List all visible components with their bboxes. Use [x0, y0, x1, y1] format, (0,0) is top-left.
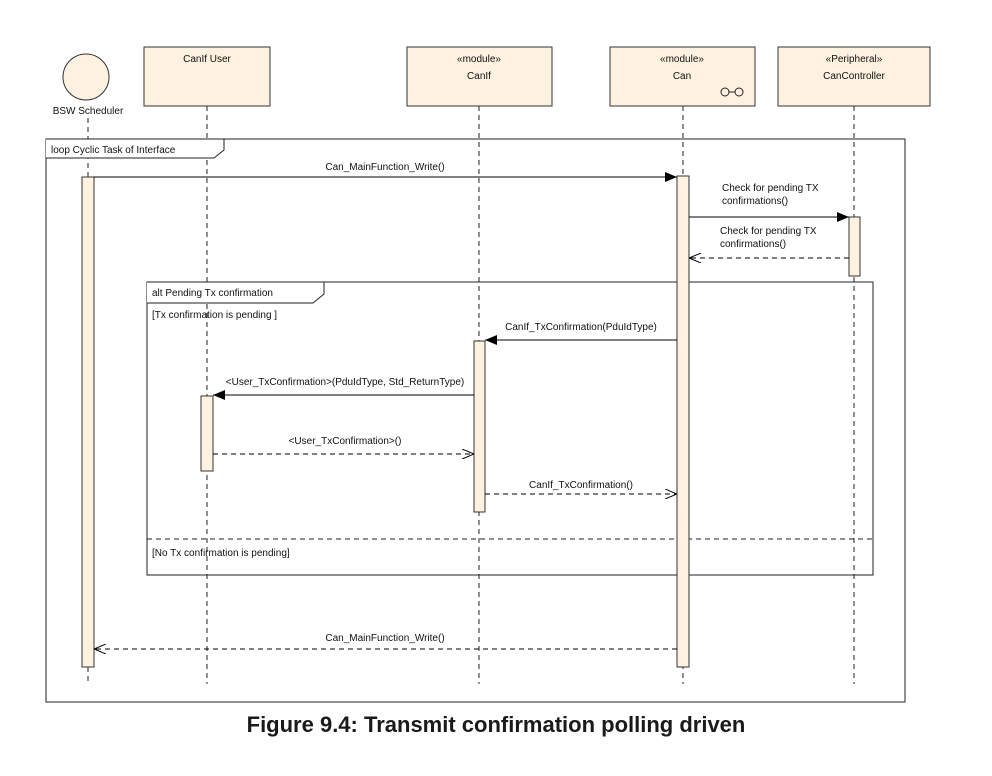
message-label: confirmations() — [722, 196, 788, 207]
message-label: <User_TxConfirmation>() — [289, 436, 402, 447]
activation-canif — [473, 340, 486, 513]
message-canif-txconfirmation-call: CanIf_TxConfirmation(PduIdType) — [485, 322, 677, 345]
message-label: Can_MainFunction_Write() — [325, 162, 444, 173]
message-label: Can_MainFunction_Write() — [325, 633, 444, 644]
participant-stereotype: «module» — [457, 54, 501, 65]
participant-name: CanIf User — [183, 54, 231, 65]
participant-bsw-scheduler: BSW Scheduler — [53, 53, 124, 117]
message-label: CanIf_TxConfirmation() — [529, 480, 633, 491]
activation-canif-user — [200, 395, 214, 472]
subsystem-link-icon — [720, 87, 744, 97]
participant-name: CanIf — [467, 71, 491, 82]
participant-stereotype: «module» — [660, 54, 704, 65]
participant-cancontroller: «Peripheral» CanController — [777, 46, 931, 107]
participant-can: «module» Can — [609, 46, 756, 107]
message-label: confirmations() — [720, 239, 786, 250]
guard-pending: [Tx confirmation is pending ] — [152, 310, 277, 321]
participant-canif-user: CanIf User — [143, 46, 271, 107]
activation-bsw-scheduler — [81, 176, 95, 668]
activation-cancontroller — [848, 216, 861, 277]
participant-name: Can — [673, 71, 691, 82]
loop-fragment: loop Cyclic Task of Interface — [45, 138, 906, 703]
message-check-pending-call: Check for pending TX confirmations() — [689, 183, 849, 222]
message-user-txconfirmation-call: <User_TxConfirmation>(PduIdType, Std_Ret… — [213, 377, 474, 400]
actor-circle-icon — [62, 53, 110, 101]
participant-canif: «module» CanIf — [406, 46, 553, 107]
message-main-function-write-return: Can_MainFunction_Write() — [94, 633, 677, 649]
activations — [81, 175, 861, 668]
message-main-function-write-call: Can_MainFunction_Write() — [94, 162, 677, 182]
participant-name: BSW Scheduler — [53, 106, 124, 117]
alt-label: alt Pending Tx confirmation — [152, 288, 273, 299]
message-user-txconfirmation-return: <User_TxConfirmation>() — [213, 436, 474, 454]
guard-not-pending: [No Tx confirmation is pending] — [152, 548, 290, 559]
loop-label: loop Cyclic Task of Interface — [51, 145, 176, 156]
message-canif-txconfirmation-return: CanIf_TxConfirmation() — [485, 480, 677, 494]
sequence-diagram: BSW Scheduler CanIf User «module» CanIf … — [45, 46, 931, 703]
message-label: CanIf_TxConfirmation(PduIdType) — [505, 322, 657, 333]
message-label: Check for pending TX — [722, 183, 819, 194]
alt-fragment: alt Pending Tx confirmation [Tx confirma… — [146, 281, 874, 576]
message-check-pending-return: Check for pending TX confirmations() — [689, 226, 849, 258]
participant-stereotype: «Peripheral» — [826, 54, 883, 65]
messages: Can_MainFunction_Write() Check for pendi… — [94, 162, 849, 649]
message-label: Check for pending TX — [720, 226, 817, 237]
activation-can — [676, 175, 690, 668]
message-label: <User_TxConfirmation>(PduIdType, Std_Ret… — [226, 377, 464, 388]
figure-caption: Figure 9.4: Transmit confirmation pollin… — [246, 712, 746, 737]
participant-name: CanController — [823, 71, 885, 82]
